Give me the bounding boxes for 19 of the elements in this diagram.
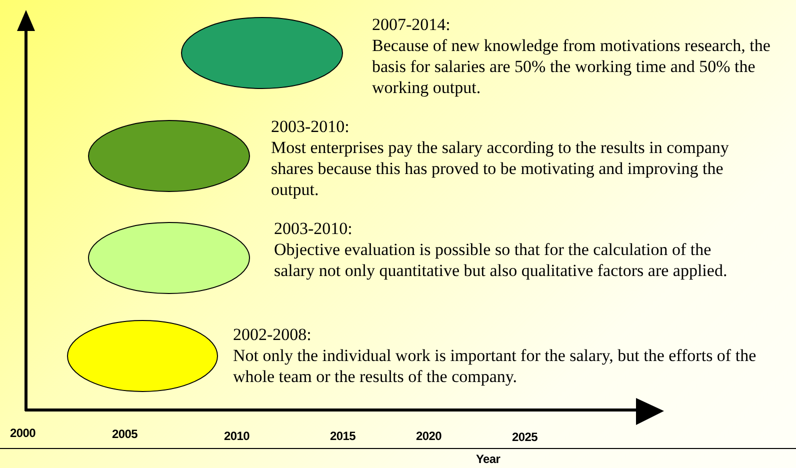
ellipse-node [67,320,218,392]
period-heading: 2003-2010: [274,218,354,239]
description-text: Not only the individual work is important for the salary, but the efforts of the whole team or the results of the company. [233,345,758,387]
axis-tick-label: 2020 [416,429,442,443]
axis-tick-label: 2010 [224,429,250,443]
axis-title: Year [476,452,500,466]
ellipse-node [88,222,250,294]
period-heading: 2003-2010: [271,116,350,137]
ellipse-node [88,120,250,192]
period-heading: 2002-2008: [233,324,312,345]
axis-tick-label: 2005 [112,427,138,441]
description-text: Objective evaluation is possible so that for the calculation of the salary not only quantitative but also qualitative factors are applied. [274,239,728,281]
axis-tick-label: 2025 [512,430,538,444]
description-text: Because of new knowledge from motivations research, the basis for salaries are 50% the working time and 50% the working output. [372,35,772,98]
ellipse-node [181,17,343,89]
axis-tick-label: 2015 [330,429,356,443]
period-heading: 2007-2014: [372,14,452,35]
axis-tick-label: 2000 [10,426,36,440]
description-text: Most enterprises pay the salary according to the results in company shares because this has proved to be motivating and improving the output. [271,137,730,200]
